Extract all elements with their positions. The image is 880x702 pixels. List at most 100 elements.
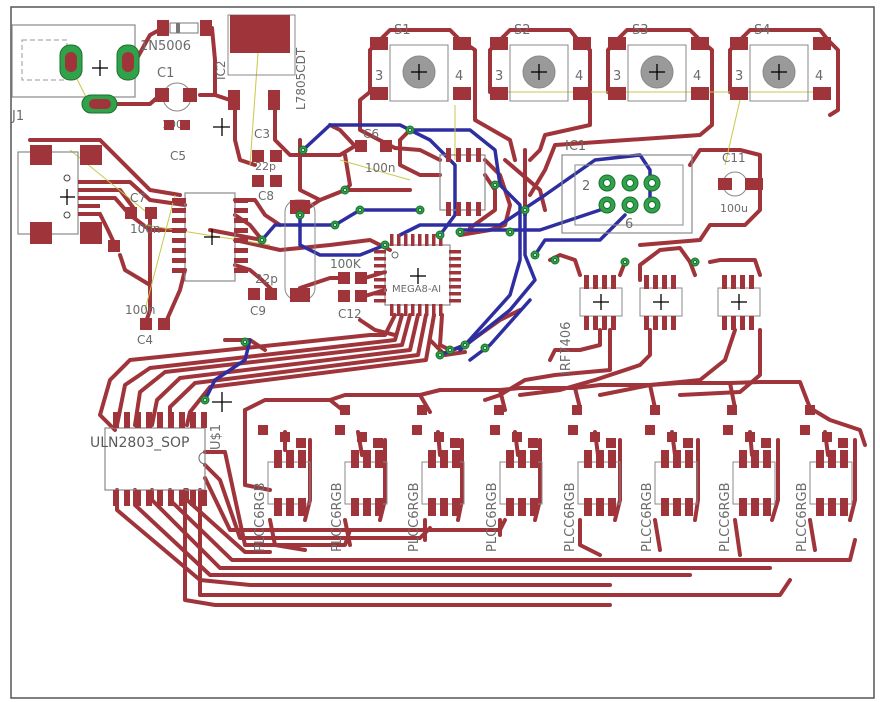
top-trace bbox=[343, 518, 352, 547]
top-trace bbox=[393, 146, 442, 162]
rgb-led-pad bbox=[840, 498, 848, 516]
top-trace bbox=[828, 90, 840, 117]
via-hole bbox=[438, 233, 442, 237]
label-c1: C1 bbox=[157, 66, 174, 81]
resistor-pad bbox=[512, 432, 522, 442]
rgb-led-pad bbox=[428, 450, 436, 468]
ic-pin bbox=[234, 258, 248, 263]
switch-body bbox=[627, 44, 687, 102]
mcu-pin bbox=[449, 278, 461, 282]
label-d1: 1N5006 bbox=[140, 39, 191, 54]
switch-pad bbox=[453, 87, 471, 100]
top-trace bbox=[198, 488, 792, 597]
top-trace bbox=[518, 328, 652, 397]
top-trace bbox=[203, 463, 432, 540]
resistor-pad bbox=[590, 432, 600, 442]
uln-pin bbox=[201, 490, 207, 506]
mcu-pin bbox=[449, 250, 461, 254]
via-hole bbox=[418, 208, 422, 212]
rgb-led-body bbox=[577, 461, 621, 505]
label-mcu: MEGA8-AI bbox=[392, 284, 441, 295]
ic-pin bbox=[234, 238, 248, 243]
rgb-led: PLCC6RGB bbox=[485, 405, 582, 552]
resistor-pad bbox=[568, 425, 578, 435]
uln-pin bbox=[179, 490, 185, 506]
mosfet-pin bbox=[602, 275, 607, 289]
mosfet-pin bbox=[644, 275, 649, 289]
label-plcc6rgb: PLCC6RGB bbox=[563, 482, 578, 552]
top-trace bbox=[638, 246, 692, 282]
ic-pin bbox=[456, 202, 461, 216]
rgb-led-pad bbox=[685, 450, 693, 468]
rgb-led-pad bbox=[274, 450, 282, 468]
top-trace bbox=[693, 438, 700, 522]
via-hole bbox=[408, 128, 412, 132]
crystal bbox=[284, 199, 316, 302]
top-trace bbox=[133, 313, 412, 427]
mosfet-pin bbox=[644, 316, 649, 330]
isp-pin-hole bbox=[603, 201, 611, 209]
label-c11: C11 bbox=[722, 151, 746, 165]
top-trace bbox=[98, 180, 187, 207]
top-trace bbox=[688, 148, 762, 186]
top-trace bbox=[528, 90, 714, 197]
top-trace bbox=[233, 238, 392, 252]
top-trace bbox=[163, 268, 187, 326]
mosfet-pin bbox=[662, 316, 667, 330]
isp-pin-hole bbox=[626, 201, 634, 209]
label-c4: C4 bbox=[137, 333, 153, 347]
label-s3: S3 bbox=[632, 23, 649, 38]
label-c7-value: 100n bbox=[130, 222, 161, 236]
top-trace bbox=[648, 381, 737, 410]
mcu-pin bbox=[418, 304, 422, 316]
via-hole bbox=[383, 243, 387, 247]
mosfet-pin bbox=[749, 275, 754, 289]
mcu-pin bbox=[449, 257, 461, 261]
mcu-pin bbox=[425, 304, 429, 316]
rgb-led: PLCC6RGB bbox=[795, 425, 853, 552]
regulator-ic2: IC2 L7805CDT bbox=[213, 14, 308, 136]
rgb-led-pad bbox=[351, 450, 359, 468]
top-trace bbox=[115, 313, 404, 427]
resistor-pad bbox=[450, 438, 460, 448]
airwires bbox=[69, 24, 820, 311]
top-trace bbox=[268, 518, 307, 552]
rgb-led: PLCC6RGB bbox=[253, 405, 350, 552]
bottom-copper-traces bbox=[203, 123, 652, 402]
resistor-pad bbox=[838, 438, 848, 448]
label-ic1: IC1 bbox=[565, 139, 586, 154]
ic-pin bbox=[466, 148, 471, 162]
mosfet-pin bbox=[653, 275, 658, 289]
top-trace bbox=[473, 90, 517, 162]
rgb-led: PLCC6RGB bbox=[330, 405, 427, 552]
ic-pin bbox=[172, 228, 186, 233]
label-switch-pin3: 3 bbox=[495, 69, 503, 84]
rgb-led-pad bbox=[751, 450, 759, 468]
top-trace bbox=[28, 138, 182, 197]
top-trace bbox=[150, 313, 420, 427]
ic-pin bbox=[466, 202, 471, 216]
uln-pin bbox=[179, 412, 185, 428]
switch-pad bbox=[490, 87, 508, 100]
resistor-pad bbox=[650, 405, 660, 415]
ic-pin bbox=[172, 248, 186, 253]
top-trace bbox=[203, 476, 507, 532]
top-trace bbox=[578, 518, 602, 557]
switch-pad bbox=[370, 87, 388, 100]
via-hole bbox=[623, 260, 627, 264]
resistor-pad bbox=[258, 425, 268, 435]
mcu-pin bbox=[374, 278, 386, 282]
label-plcc6rgb: PLCC6RGB bbox=[718, 482, 733, 552]
ic-pin bbox=[476, 202, 481, 216]
top-trace bbox=[503, 158, 547, 212]
capacitor-c3: C3 22p bbox=[252, 127, 282, 173]
isp-pin-hole bbox=[626, 179, 634, 187]
label-ic2-value: L7805CDT bbox=[294, 47, 308, 110]
resistor-pad bbox=[357, 432, 367, 442]
isp-header-ic1: IC1 2 6 bbox=[561, 139, 693, 234]
ic-small-upper bbox=[439, 148, 486, 216]
via-hole bbox=[343, 188, 347, 192]
isp-pin-hole bbox=[603, 179, 611, 187]
